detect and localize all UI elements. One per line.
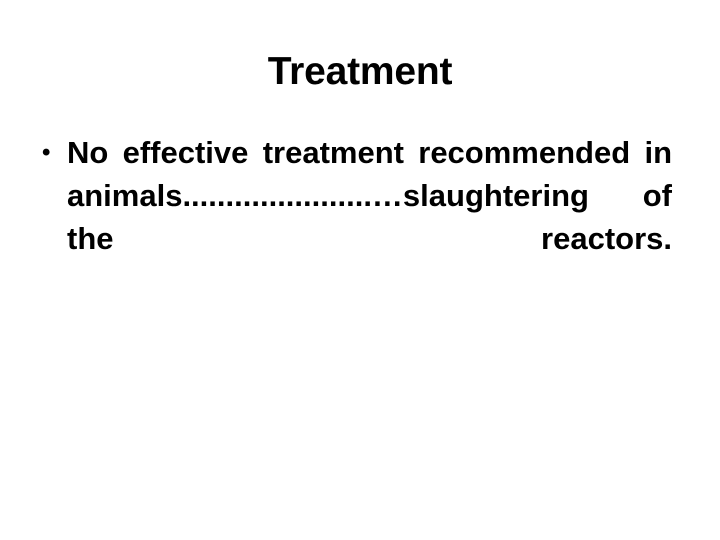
bullet-item-text: No effective treatment recommended in an…	[67, 135, 672, 256]
page-title: Treatment	[267, 50, 453, 93]
body-content: • No effective treatment recommended in a…	[40, 131, 672, 303]
bullet-point-icon: •	[42, 139, 51, 166]
bullet-list-item: • No effective treatment recommended in a…	[40, 131, 672, 303]
